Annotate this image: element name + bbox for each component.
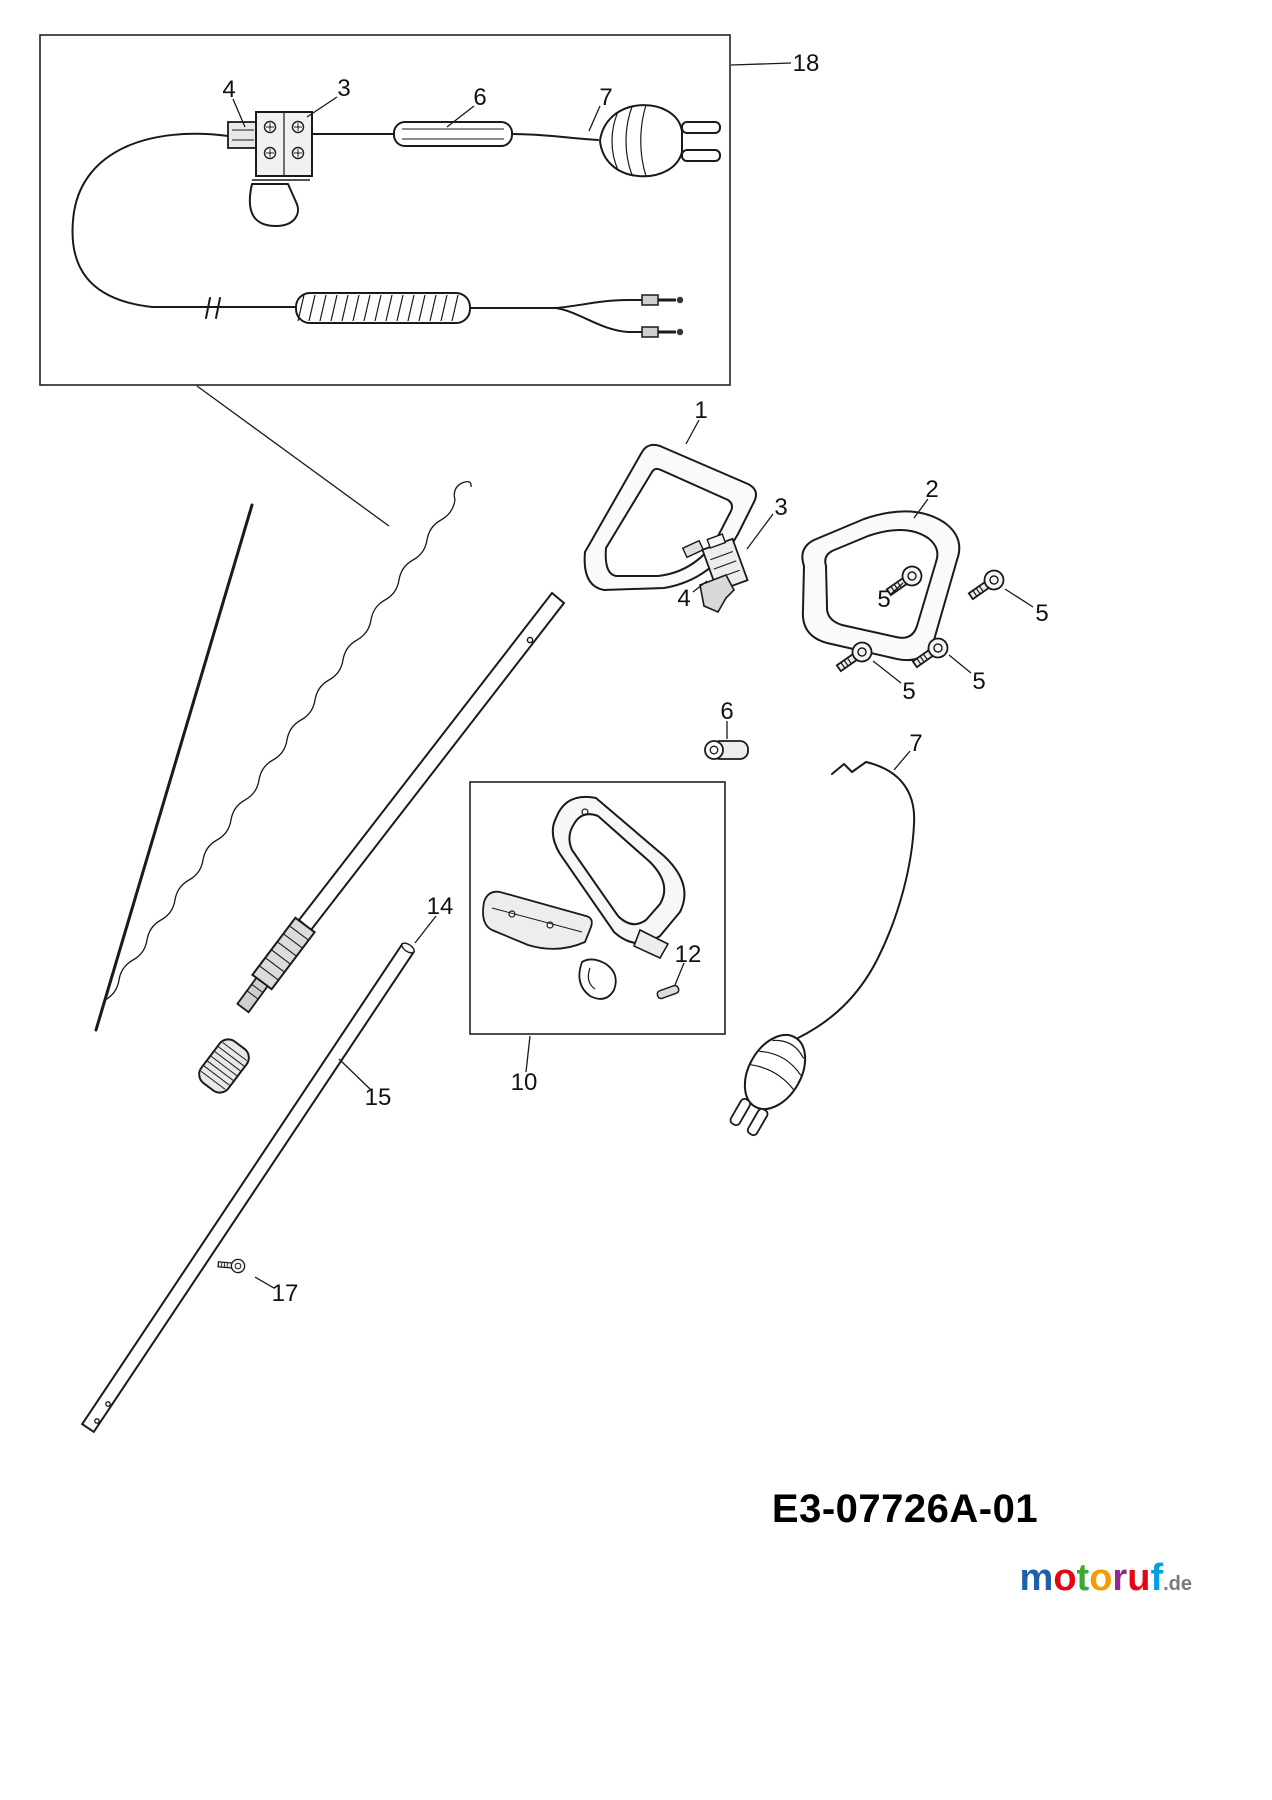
callout-2: 2 bbox=[925, 476, 938, 503]
callout-4-inset: 4 bbox=[222, 76, 235, 103]
loop-handle bbox=[551, 796, 686, 960]
coupler-knob bbox=[198, 1038, 250, 1094]
callout-12: 12 bbox=[675, 941, 702, 968]
euro-plug bbox=[598, 104, 721, 178]
callout-17: 17 bbox=[272, 1280, 299, 1307]
callout-6: 6 bbox=[720, 698, 733, 725]
callout-3-inset: 3 bbox=[337, 75, 350, 102]
callout-3: 3 bbox=[774, 494, 787, 521]
bushing-part bbox=[704, 740, 749, 760]
callout-7-inset: 7 bbox=[599, 84, 612, 111]
logo-letter: u bbox=[1127, 1557, 1150, 1599]
logo-letter: t bbox=[1077, 1557, 1090, 1599]
logo-letter: o bbox=[1053, 1557, 1076, 1599]
throttle-inner-cable bbox=[104, 481, 472, 1001]
leader-lines bbox=[196, 62, 1034, 1289]
logo-suffix: .de bbox=[1163, 1573, 1192, 1595]
strain-relief-sleeve bbox=[393, 121, 513, 147]
callout-5-b: 5 bbox=[1035, 600, 1048, 627]
switch-slide-piece bbox=[681, 539, 705, 559]
handle-cover-strip bbox=[482, 890, 593, 950]
switch-screws bbox=[263, 120, 305, 160]
switch-part-main bbox=[701, 533, 749, 593]
part-code: E3-07726A-01 bbox=[772, 1487, 1038, 1531]
coil-hatching bbox=[297, 294, 459, 322]
callout-14: 14 bbox=[427, 893, 454, 920]
shaft-coupler bbox=[236, 916, 317, 1014]
switch-cable-loop bbox=[71, 132, 684, 338]
callout-7: 7 bbox=[909, 730, 922, 757]
screw-5-b bbox=[967, 565, 1006, 605]
euro-plug-main bbox=[729, 1034, 807, 1137]
callout-18: 18 bbox=[793, 50, 820, 77]
logo-letter: o bbox=[1089, 1557, 1112, 1599]
cable-clip bbox=[578, 958, 617, 1000]
loop-handle-box bbox=[469, 781, 726, 1035]
logo-letter: m bbox=[1020, 1557, 1054, 1599]
coupler-ribs bbox=[259, 925, 309, 981]
callout-1: 1 bbox=[694, 397, 707, 424]
trigger-lever bbox=[248, 183, 299, 227]
trigger-switch-assembly bbox=[227, 111, 313, 227]
logo-letter: f bbox=[1150, 1557, 1163, 1599]
callout-15: 15 bbox=[365, 1084, 392, 1111]
loop-handle-box-border bbox=[469, 781, 726, 1035]
pin-part bbox=[656, 984, 680, 1000]
inset-box-18 bbox=[39, 34, 731, 386]
wire-terminals bbox=[641, 294, 684, 338]
support-rod bbox=[94, 503, 254, 1032]
callout-10: 10 bbox=[511, 1069, 538, 1096]
connector-bracket bbox=[699, 573, 735, 614]
power-cable-main bbox=[729, 761, 916, 1137]
callout-5-d: 5 bbox=[972, 668, 985, 695]
callout-5-a: 5 bbox=[877, 586, 890, 613]
power-cord-assembly bbox=[311, 104, 721, 178]
callout-4: 4 bbox=[677, 585, 690, 612]
motoruf-logo: motoruf.de bbox=[1020, 1557, 1192, 1599]
handle-shell-right bbox=[801, 510, 961, 662]
screw-17 bbox=[215, 1249, 248, 1282]
upper-shaft-tube bbox=[297, 591, 566, 932]
callout-6-inset: 6 bbox=[473, 84, 486, 111]
switch-connector bbox=[227, 121, 259, 149]
lower-shaft-tube bbox=[80, 942, 416, 1434]
logo-letter: r bbox=[1112, 1557, 1127, 1599]
inset-border bbox=[39, 34, 731, 386]
callout-5-c: 5 bbox=[902, 678, 915, 705]
